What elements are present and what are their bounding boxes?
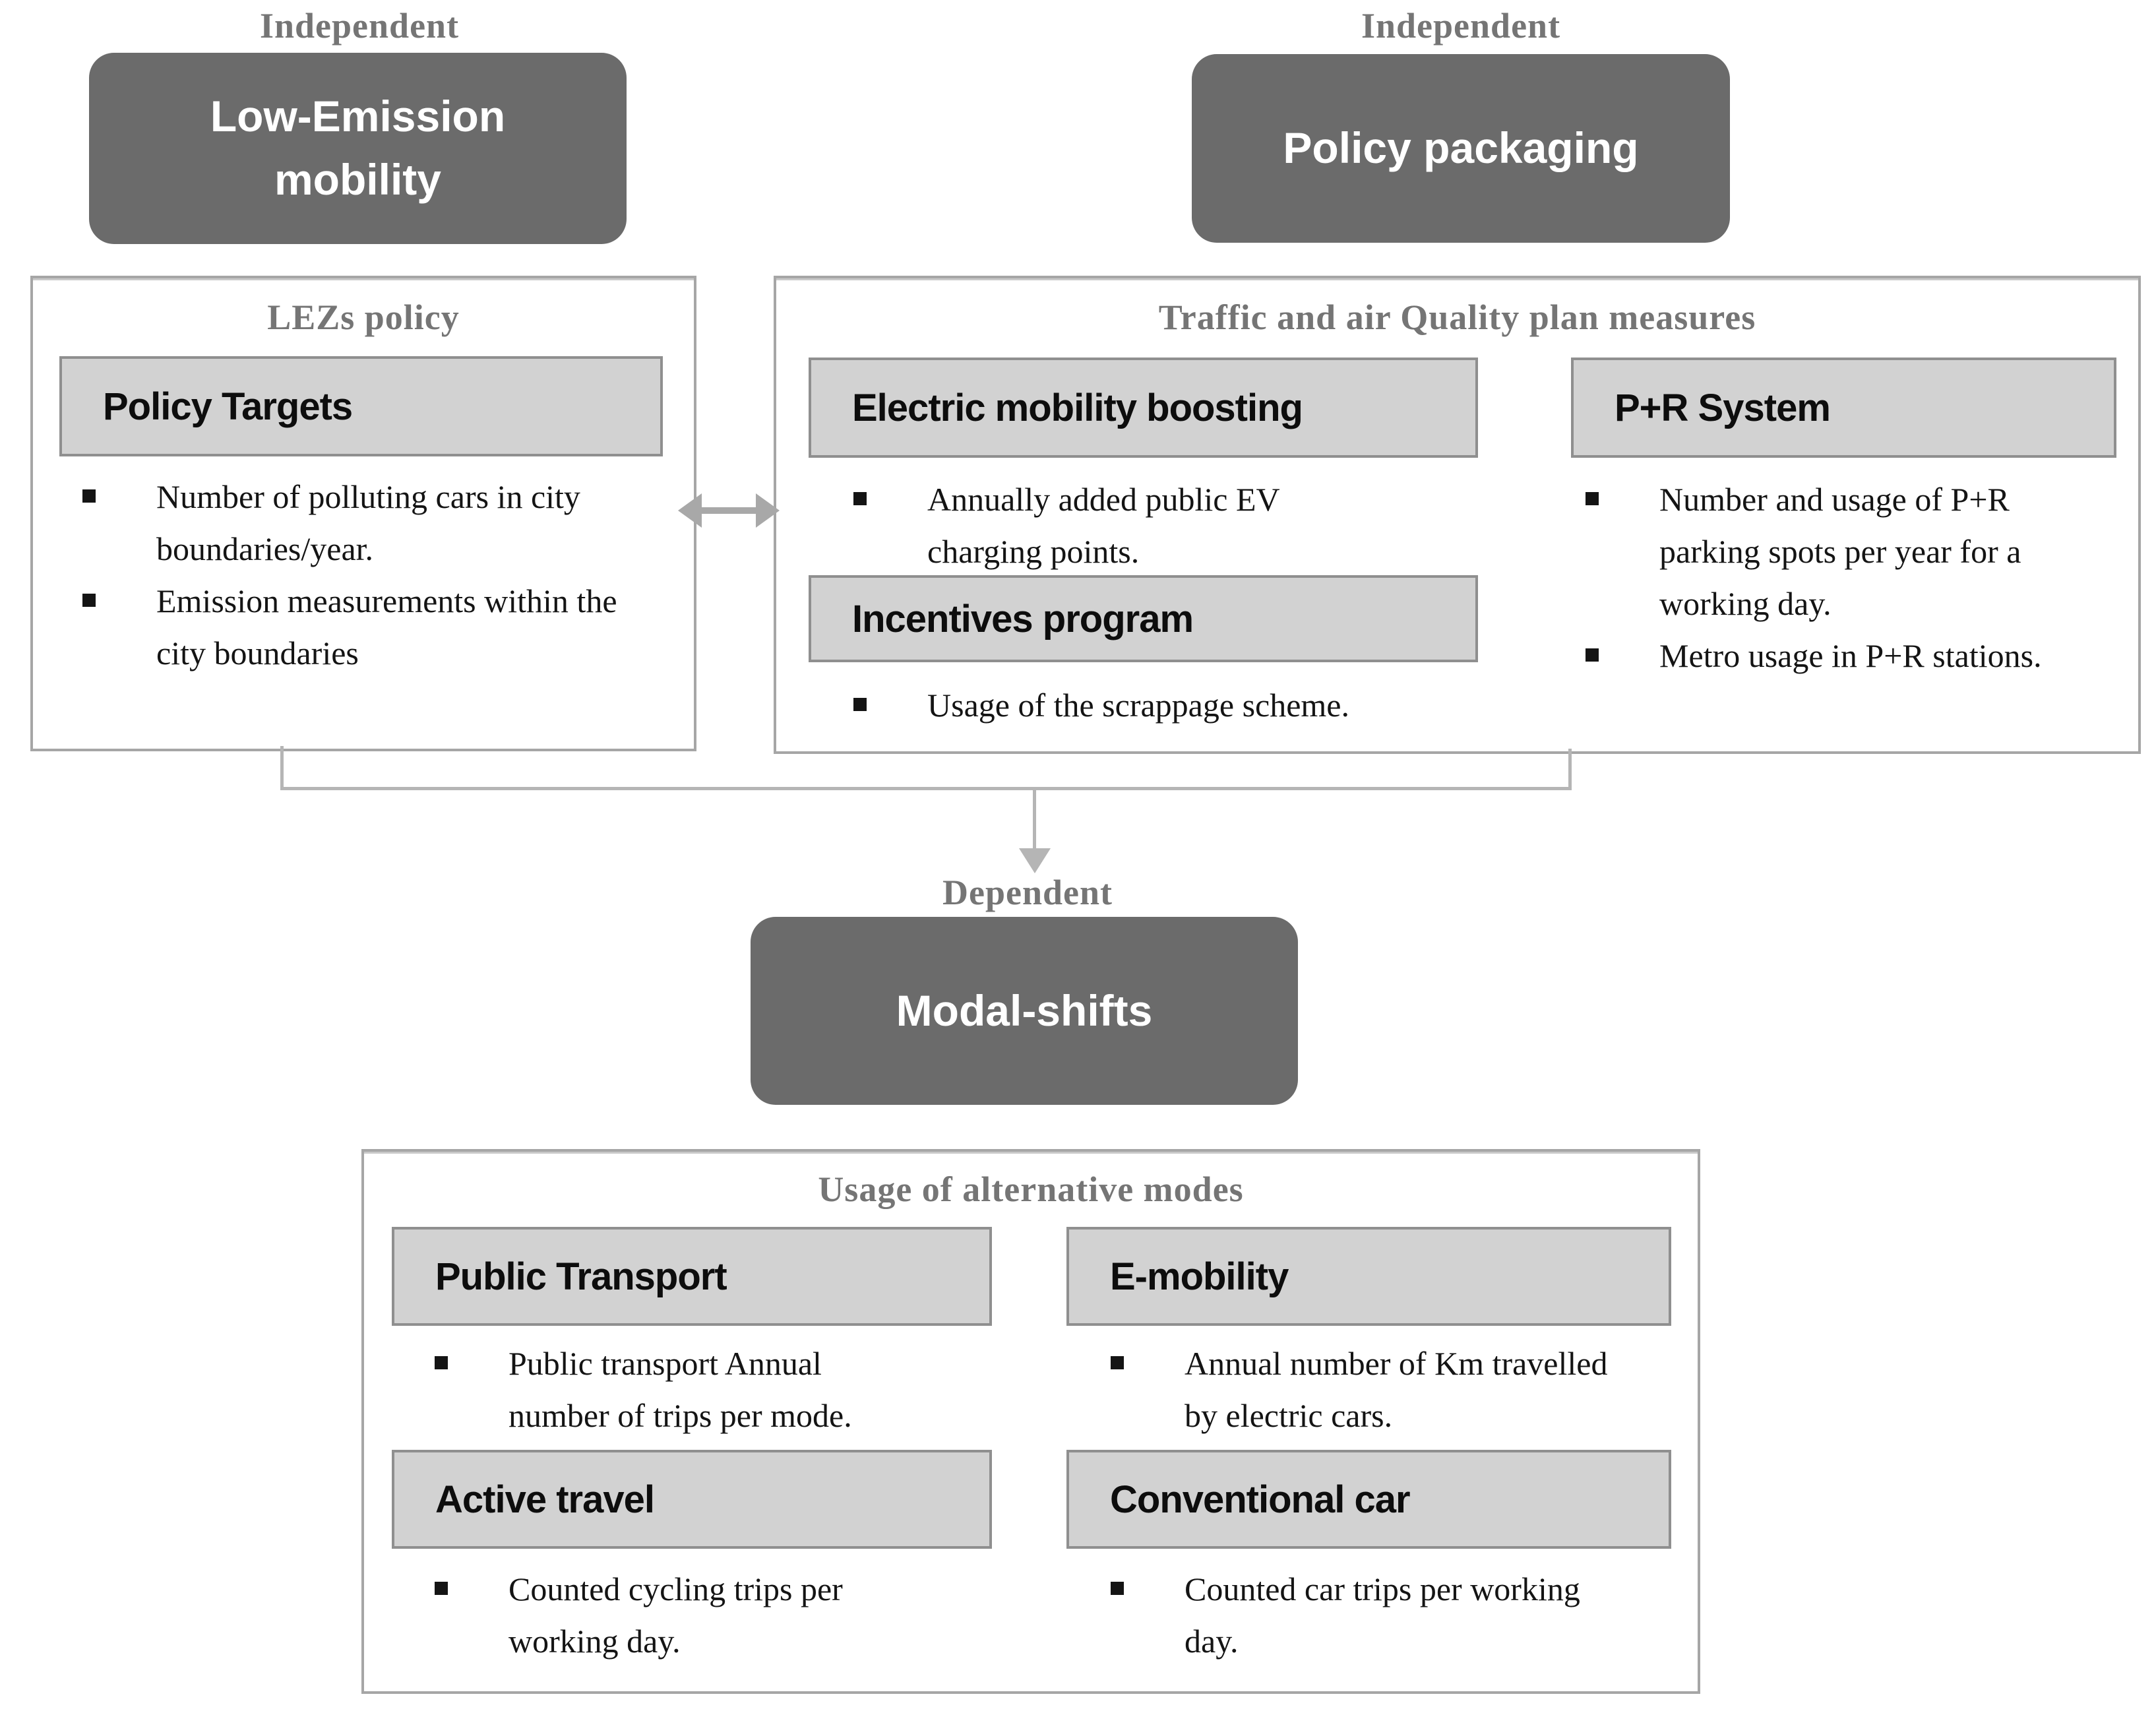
policy-targets-label: Policy Targets <box>103 385 353 428</box>
double-arrow-left-head-icon <box>678 493 702 528</box>
bullet-item: Public transport Annual number of trips … <box>435 1338 982 1442</box>
public-transport-bullet-list: Public transport Annual number of trips … <box>435 1338 982 1442</box>
square-bullet-icon <box>82 489 96 503</box>
bullet-text: Number and usage of P+R parking spots pe… <box>1659 481 2021 622</box>
electric-mobility-boosting-label: Electric mobility boosting <box>852 386 1303 429</box>
electric-bullet-list: Annually added public EV charging points… <box>853 474 1447 578</box>
square-bullet-icon <box>1586 648 1599 662</box>
connector-horizontal <box>280 787 1572 790</box>
active-travel-label: Active travel <box>435 1478 655 1521</box>
incentives-program-label: Incentives program <box>852 597 1194 640</box>
bullet-item: Usage of the scrappage scheme. <box>853 679 1480 732</box>
square-bullet-icon <box>82 594 96 607</box>
bullet-text: Annually added public EV charging points… <box>927 481 1279 570</box>
square-bullet-icon <box>1586 492 1599 505</box>
low-emission-mobility-label: Low-Emission mobility <box>210 92 506 204</box>
bullet-item: Metro usage in P+R stations. <box>1586 630 2120 682</box>
bullet-text: Number of polluting cars in city boundar… <box>156 478 580 567</box>
electric-mobility-boosting-box: Electric mobility boosting <box>809 358 1478 458</box>
square-bullet-icon <box>435 1356 448 1369</box>
low-emission-mobility-box: Low-Emission mobility <box>89 53 627 244</box>
policy-packaging-box: Policy packaging <box>1192 54 1730 243</box>
bullet-text: Public transport Annual number of trips … <box>508 1345 852 1434</box>
bullet-item: Annual number of Km travelled by electri… <box>1111 1338 1665 1442</box>
pr-system-box: P+R System <box>1571 358 2116 458</box>
conventional-car-label: Conventional car <box>1110 1478 1411 1521</box>
square-bullet-icon <box>435 1582 448 1595</box>
policy-targets-box: Policy Targets <box>59 356 663 456</box>
lez-policy-title: LEZs policy <box>267 297 460 337</box>
bullet-text: Annual number of Km travelled by electri… <box>1185 1345 1608 1434</box>
active-travel-box: Active travel <box>392 1450 992 1549</box>
bullet-item: Counted cycling trips per working day. <box>435 1563 982 1667</box>
active-travel-bullet-list: Counted cycling trips per working day. <box>435 1563 982 1667</box>
public-transport-label: Public Transport <box>435 1255 727 1298</box>
modal-shifts-box: Modal-shifts <box>751 917 1298 1105</box>
bullet-item: Counted car trips per working day. <box>1111 1563 1665 1667</box>
e-mobility-box: E-mobility <box>1066 1227 1671 1326</box>
square-bullet-icon <box>853 492 867 505</box>
double-arrow-shaft <box>698 507 760 514</box>
traffic-air-quality-title: Traffic and air Quality plan measures <box>1158 297 1756 337</box>
square-bullet-icon <box>1111 1582 1124 1595</box>
bullet-item: Annually added public EV charging points… <box>853 474 1447 578</box>
square-bullet-icon <box>853 698 867 711</box>
conventional-car-box: Conventional car <box>1066 1450 1671 1549</box>
traffic-air-quality-panel: Traffic and air Quality plan measures El… <box>774 276 2141 754</box>
independent-label-right: Independent <box>1361 6 1561 46</box>
bullet-item: Number and usage of P+R parking spots pe… <box>1586 474 2120 630</box>
public-transport-box: Public Transport <box>392 1227 992 1326</box>
e-mobility-bullet-list: Annual number of Km travelled by electri… <box>1111 1338 1665 1442</box>
dependent-label: Dependent <box>942 873 1113 912</box>
conventional-car-bullet-list: Counted car trips per working day. <box>1111 1563 1665 1667</box>
pr-bullet-list: Number and usage of P+R parking spots pe… <box>1586 474 2120 682</box>
down-arrow-head-icon <box>1019 848 1051 873</box>
bullet-text: Metro usage in P+R stations. <box>1659 637 2042 674</box>
connector-left-stub <box>280 746 284 790</box>
square-bullet-icon <box>1111 1356 1124 1369</box>
incentives-bullet-list: Usage of the scrappage scheme. <box>853 679 1480 732</box>
lez-bullet-list: Number of polluting cars in city boundar… <box>82 471 663 679</box>
connector-right-stub <box>1568 749 1572 790</box>
policy-packaging-label: Policy packaging <box>1283 123 1639 173</box>
bullet-text: Usage of the scrappage scheme. <box>927 687 1349 724</box>
modal-shifts-label: Modal-shifts <box>896 985 1153 1035</box>
bullet-item: Emission measurements within the city bo… <box>82 575 663 679</box>
double-arrow-right-head-icon <box>756 493 780 528</box>
independent-label-left: Independent <box>259 6 460 46</box>
bullet-text: Counted car trips per working day. <box>1185 1571 1580 1660</box>
alternative-modes-title: Usage of alternative modes <box>818 1169 1244 1209</box>
bullet-item: Number of polluting cars in city boundar… <box>82 471 663 575</box>
pr-system-label: P+R System <box>1615 386 1831 429</box>
incentives-program-box: Incentives program <box>809 575 1478 662</box>
alternative-modes-panel: Usage of alternative modes Public Transp… <box>361 1149 1700 1694</box>
lez-policy-panel: LEZs policy Policy Targets Number of pol… <box>30 276 696 751</box>
down-arrow-shaft <box>1033 790 1036 850</box>
bullet-text: Emission measurements within the city bo… <box>156 582 617 671</box>
e-mobility-label: E-mobility <box>1110 1255 1289 1298</box>
bullet-text: Counted cycling trips per working day. <box>508 1571 843 1660</box>
